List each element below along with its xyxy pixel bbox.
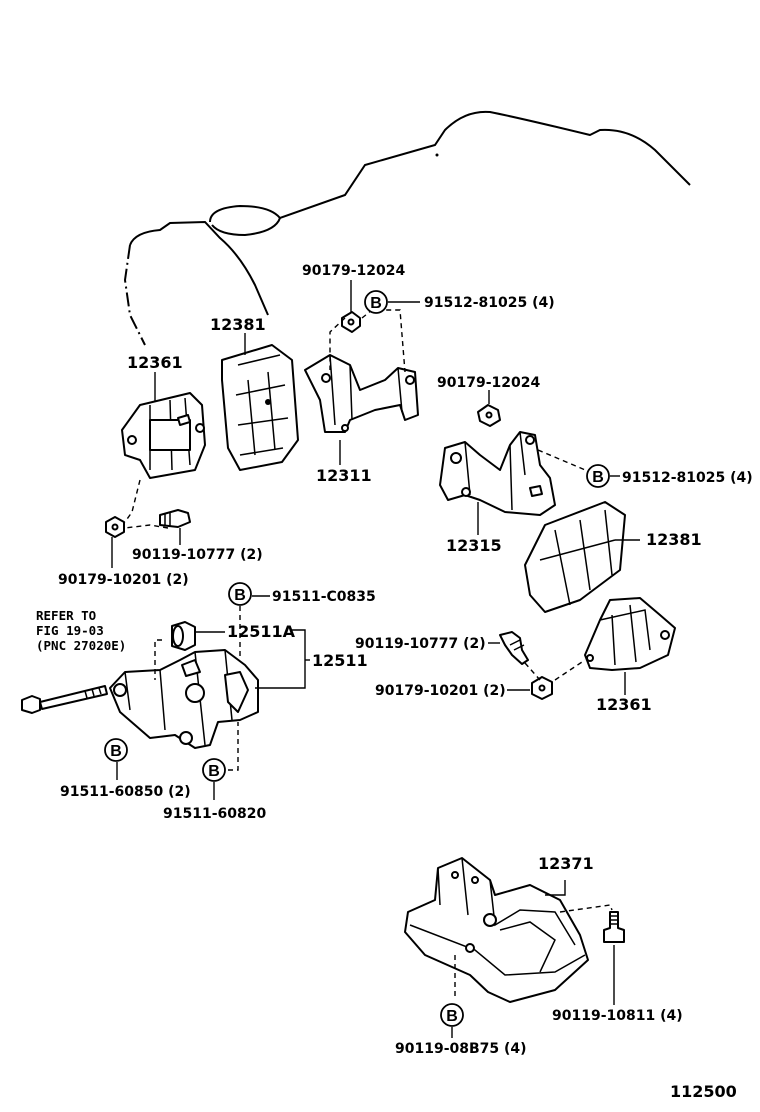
bolt-marker-label: B <box>370 295 382 312</box>
part-label-90179-10201-right: 90179-10201 (2) <box>375 683 506 699</box>
bolt-marker-label: B <box>234 587 246 604</box>
bolt-90119-10811 <box>603 911 625 943</box>
part-label-90179-12024-mid: 90179-12024 <box>437 375 540 391</box>
bolt-marker-91511-60820: B <box>202 758 226 782</box>
bolt-90119-10777-right <box>499 631 529 665</box>
part-label-12381-right: 12381 <box>646 530 702 549</box>
nut-90179-12024-mid <box>477 404 501 427</box>
part-label-90119-10777-right: 90119-10777 (2) <box>355 636 486 652</box>
part-label-12361-right: 12361 <box>596 695 652 714</box>
engine-outline <box>123 110 691 346</box>
bolt-marker-91511-c0835: B <box>228 582 252 606</box>
refer-note-line-1: REFER TO <box>36 608 96 623</box>
part-label-12315: 12315 <box>446 536 502 555</box>
bolt-marker-label: B <box>110 743 122 760</box>
bolt-marker-label: B <box>592 469 604 486</box>
mount-12361-right <box>584 597 676 671</box>
bracket-12511 <box>109 649 259 749</box>
part-label-90119-08b75: 90119-08B75 (4) <box>395 1041 527 1057</box>
part-label-91511-c0835: 91511-C0835 <box>272 589 376 605</box>
part-label-90179-12024-top: 90179-12024 <box>302 263 405 279</box>
part-label-91511-60820: 91511-60820 <box>163 806 266 822</box>
part-label-91511-60850: 91511-60850 (2) <box>60 784 191 800</box>
nut-90179-12024-top <box>341 311 361 333</box>
bracket-12315 <box>439 431 556 516</box>
part-label-90119-10811: 90119-10811 (4) <box>552 1008 683 1024</box>
nut-90179-10201-right <box>531 676 553 700</box>
bolt-marker-91511-60850: B <box>104 738 128 762</box>
long-bolt <box>21 685 108 714</box>
mount-12361-left <box>121 392 206 479</box>
bracket-12371 <box>404 857 589 1003</box>
bolt-marker-91512-right: B <box>586 464 610 488</box>
bolt-marker-90119-08b75: B <box>440 1003 464 1027</box>
bolt-marker-label: B <box>208 763 220 780</box>
bracket-12311 <box>304 354 419 433</box>
bushing-12511A <box>171 621 196 651</box>
part-label-90179-10201-left: 90179-10201 (2) <box>58 572 189 588</box>
part-label-12381-left: 12381 <box>210 315 266 334</box>
bolt-marker-label: B <box>446 1008 458 1025</box>
bolt-90119-10777-left <box>159 509 191 528</box>
part-label-12311: 12311 <box>316 466 372 485</box>
insulator-12381-left <box>221 344 299 471</box>
part-label-91512-81025-top: 91512-81025 (4) <box>424 295 555 311</box>
part-label-91512-81025-right: 91512-81025 (4) <box>622 470 753 486</box>
part-label-12511: 12511 <box>312 651 368 670</box>
refer-note-line-3: (PNC 27020E) <box>36 638 126 653</box>
part-label-12511a: 12511A <box>227 622 296 641</box>
leader-lines <box>111 280 640 1038</box>
insulator-12381-right <box>524 501 626 613</box>
refer-note-line-2: FIG 19-03 <box>36 623 104 638</box>
part-label-90119-10777-left: 90119-10777 (2) <box>132 547 263 563</box>
diagram-number: 112500 <box>670 1082 737 1101</box>
part-label-12371: 12371 <box>538 854 594 873</box>
refer-note: REFER TO FIG 19-03 (PNC 27020E) <box>36 608 126 653</box>
part-label-12361-left: 12361 <box>127 353 183 372</box>
nut-90179-10201-left <box>105 516 125 538</box>
bolt-marker-91512-top: B <box>364 290 388 314</box>
